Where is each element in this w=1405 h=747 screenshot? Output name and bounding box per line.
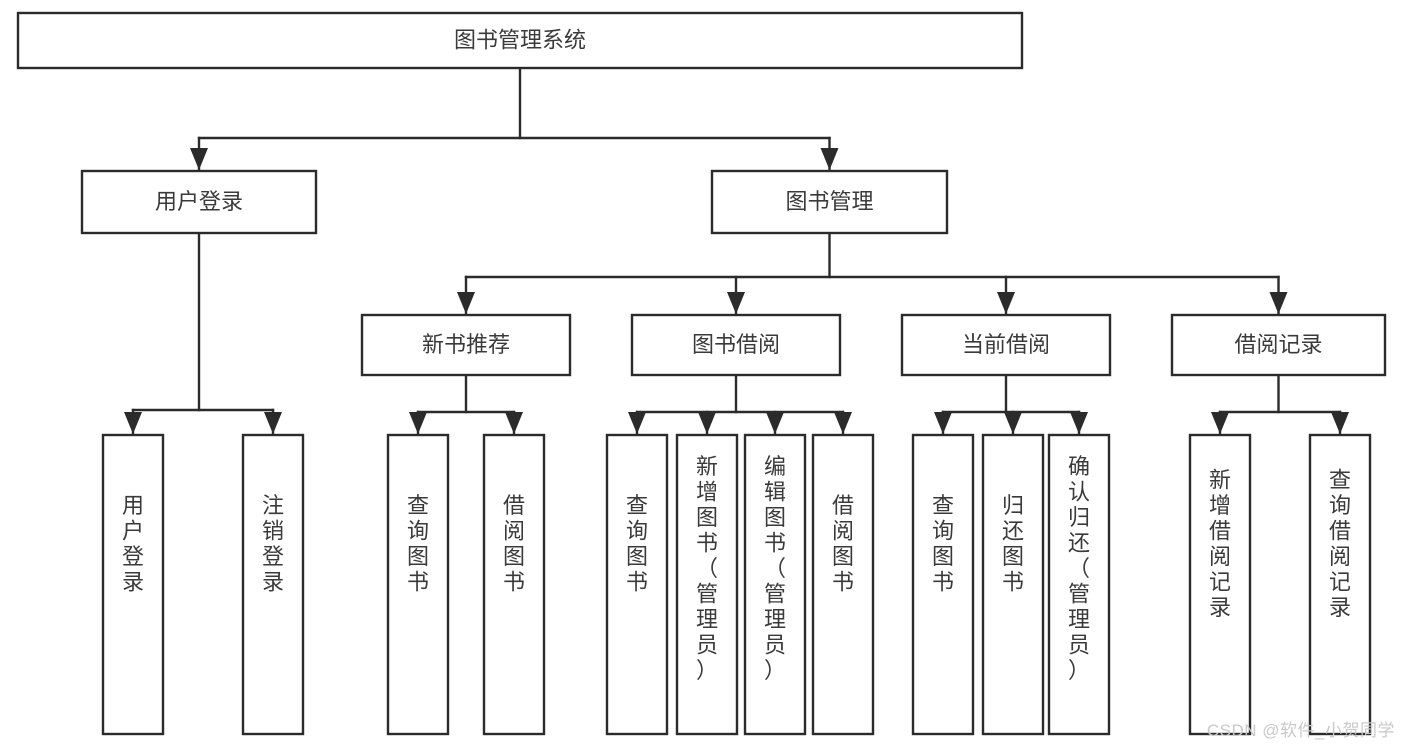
arrow-icon [190, 148, 208, 170]
node-label-borrow-record: 借阅记录 [1234, 332, 1322, 357]
node-label-leaf-return-book: 归还图书 [1002, 493, 1024, 595]
node-leaf-borrow-book-recommend[interactable]: 借阅图书 [482, 433, 546, 736]
node-box-leaf-return-book [981, 433, 1045, 736]
node-leaf-add-book-admin[interactable]: 新增图书（管理员） [675, 433, 739, 736]
node-box-book-management [710, 169, 949, 235]
node-leaf-add-borrow-record[interactable]: 新增借阅记录 [1188, 433, 1252, 736]
arrow-icon [505, 412, 523, 434]
node-label-leaf-add-borrow-record: 新增借阅记录 [1209, 467, 1231, 620]
node-label-leaf-borrow-book-recommend: 借阅图书 [503, 493, 525, 595]
arrow-icon [820, 148, 839, 170]
node-leaf-query-book-recommend[interactable]: 查询图书 [386, 433, 450, 736]
arrow-icon [409, 412, 427, 434]
node-box-user-login [80, 169, 318, 235]
arrow-icon [1269, 292, 1288, 314]
node-box-book-borrow [630, 313, 842, 377]
arrow-icon [766, 412, 784, 434]
arrow-icon [834, 412, 852, 434]
arrow-icon [997, 292, 1015, 314]
node-box-root [16, 11, 1024, 70]
node-box-leaf-query-borrow-record [1308, 433, 1372, 736]
node-label-leaf-query-borrow-record: 查询借阅记录 [1329, 467, 1351, 620]
node-label-leaf-query-book-recommend: 查询图书 [407, 493, 429, 595]
node-box-leaf-user-login [101, 433, 165, 736]
arrow-icon [457, 292, 475, 314]
arrow-icon [124, 412, 142, 434]
arrow-icon [698, 412, 716, 434]
node-box-leaf-query-book-current [911, 433, 975, 736]
arrow-icon [934, 412, 952, 434]
arrow-icon [1211, 412, 1229, 434]
node-user-login[interactable]: 用户登录 [80, 169, 318, 235]
csdn-watermark: CSDN @软件_小贺同学 [1206, 721, 1395, 740]
node-leaf-confirm-return-admin[interactable]: 确认归还（管理员） [1047, 433, 1111, 736]
node-label-root: 图书管理系统 [454, 27, 586, 52]
arrow-icon [1004, 412, 1022, 434]
node-label-leaf-add-book-admin: 新增图书（管理员） [696, 454, 718, 683]
node-label-leaf-user-login: 用户登录 [122, 493, 144, 595]
node-leaf-query-book-current[interactable]: 查询图书 [911, 433, 975, 736]
node-box-leaf-add-borrow-record [1188, 433, 1252, 736]
node-label-user-login: 用户登录 [155, 189, 243, 214]
node-label-leaf-confirm-return-admin: 确认归还（管理员） [1068, 454, 1090, 683]
node-label-leaf-logout: 注销登录 [262, 493, 284, 595]
node-box-leaf-confirm-return-admin [1047, 433, 1111, 736]
node-label-new-book-recommend: 新书推荐 [422, 332, 510, 357]
node-label-current-borrow: 当前借阅 [962, 332, 1050, 357]
arrow-icon [1070, 412, 1088, 434]
node-label-leaf-borrow-book: 借阅图书 [832, 493, 854, 595]
node-leaf-user-login[interactable]: 用户登录 [101, 433, 165, 736]
node-label-leaf-query-book-current: 查询图书 [932, 493, 954, 595]
node-leaf-query-borrow-record[interactable]: 查询借阅记录 [1308, 433, 1372, 736]
node-box-leaf-query-book-borrow [605, 433, 669, 736]
arrow-icon [1331, 412, 1349, 434]
node-root[interactable]: 图书管理系统 [16, 11, 1024, 70]
node-box-leaf-query-book-recommend [386, 433, 450, 736]
node-leaf-edit-book-admin[interactable]: 编辑图书（管理员） [743, 433, 807, 736]
node-box-leaf-logout [241, 433, 305, 736]
node-box-current-borrow [900, 313, 1112, 377]
node-new-book-recommend[interactable]: 新书推荐 [360, 313, 572, 377]
node-leaf-return-book[interactable]: 归还图书 [981, 433, 1045, 736]
node-label-book-borrow: 图书借阅 [692, 332, 780, 357]
node-book-management[interactable]: 图书管理 [710, 169, 949, 235]
node-box-borrow-record [1170, 313, 1387, 377]
node-leaf-borrow-book[interactable]: 借阅图书 [811, 433, 875, 736]
node-label-leaf-edit-book-admin: 编辑图书（管理员） [764, 454, 786, 683]
arrow-icon [264, 412, 282, 434]
node-borrow-record[interactable]: 借阅记录 [1170, 313, 1387, 377]
node-box-new-book-recommend [360, 313, 572, 377]
node-box-leaf-add-book-admin [675, 433, 739, 736]
node-box-leaf-borrow-book-recommend [482, 433, 546, 736]
arrow-icon [628, 412, 646, 434]
node-leaf-logout[interactable]: 注销登录 [241, 433, 305, 736]
node-box-leaf-borrow-book [811, 433, 875, 736]
arrow-icon [727, 292, 745, 314]
node-leaf-query-book-borrow[interactable]: 查询图书 [605, 433, 669, 736]
nodes-layer: 图书管理系统用户登录图书管理新书推荐图书借阅当前借阅借阅记录用户登录注销登录查询… [16, 11, 1387, 736]
node-label-leaf-query-book-borrow: 查询图书 [626, 493, 648, 595]
node-box-leaf-edit-book-admin [743, 433, 807, 736]
connectors-layer [124, 66, 1349, 435]
node-label-book-management: 图书管理 [785, 189, 873, 214]
node-book-borrow[interactable]: 图书借阅 [630, 313, 842, 377]
node-current-borrow[interactable]: 当前借阅 [900, 313, 1112, 377]
